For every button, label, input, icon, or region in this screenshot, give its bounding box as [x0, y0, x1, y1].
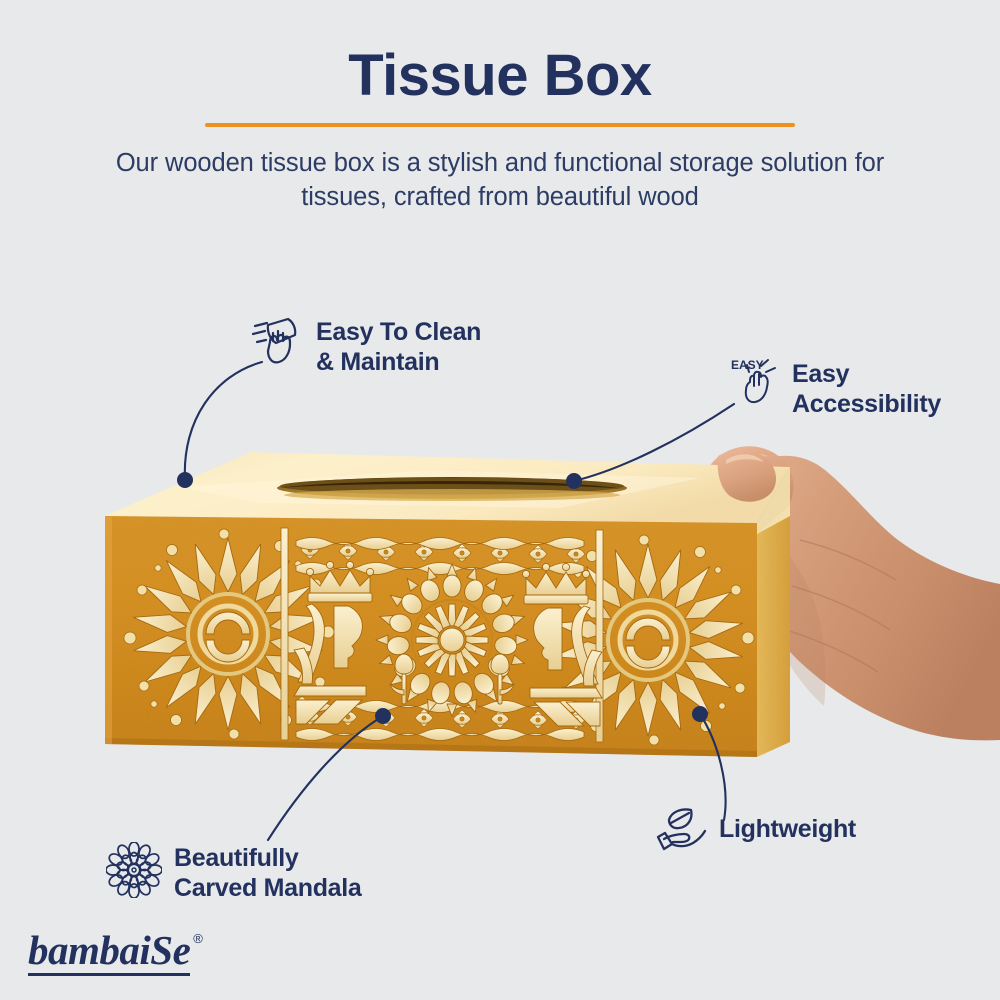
tissue-slot: [277, 477, 627, 501]
mandala-flower-icon: [105, 841, 163, 899]
flower-stem-carvings: [389, 653, 515, 705]
feature-lightweight: Lightweight: [655, 808, 856, 852]
brand-logo: bambaiSe ®: [28, 927, 203, 976]
feature-easy-to-clean: Easy To Clean & Maintain: [251, 316, 482, 377]
brand-name-text: bambaiSe: [28, 927, 191, 973]
right-crowned-figure-carving: [521, 562, 603, 727]
carved-decoration: [123, 527, 755, 746]
feature-carved-mandala: Beautifully Carved Mandala: [105, 841, 362, 903]
feature-label-lightweight: Lightweight: [719, 815, 856, 844]
box-front-face: [105, 516, 757, 757]
feature-label-easy-accessibility: Easy Accessibility: [792, 360, 941, 418]
left-crowned-figure-carving: [293, 560, 375, 725]
header: Tissue Box Our wooden tissue box is a st…: [0, 0, 1000, 214]
title-divider: [205, 122, 795, 127]
box-right-face: [757, 505, 790, 757]
feature-easy-accessibility: EASY Easy Accessibility: [728, 356, 941, 419]
brand-name: bambaiSe: [28, 927, 191, 976]
brand-trademark: ®: [193, 931, 203, 946]
feature-label-carved-mandala: Beautifully Carved Mandala: [174, 844, 362, 902]
wiping-hand-cloth-icon: [251, 316, 304, 366]
page-title: Tissue Box: [348, 43, 652, 108]
feature-label-easy-to-clean: Easy To Clean & Maintain: [316, 318, 482, 376]
page-subtitle: Our wooden tissue box is a stylish and f…: [115, 148, 885, 211]
brand-underline: [28, 973, 191, 976]
hand-holding-leaf-icon: [655, 808, 707, 852]
right-mandala-carving: [543, 534, 755, 746]
tapping-hand-easy-icon: EASY: [728, 356, 780, 408]
